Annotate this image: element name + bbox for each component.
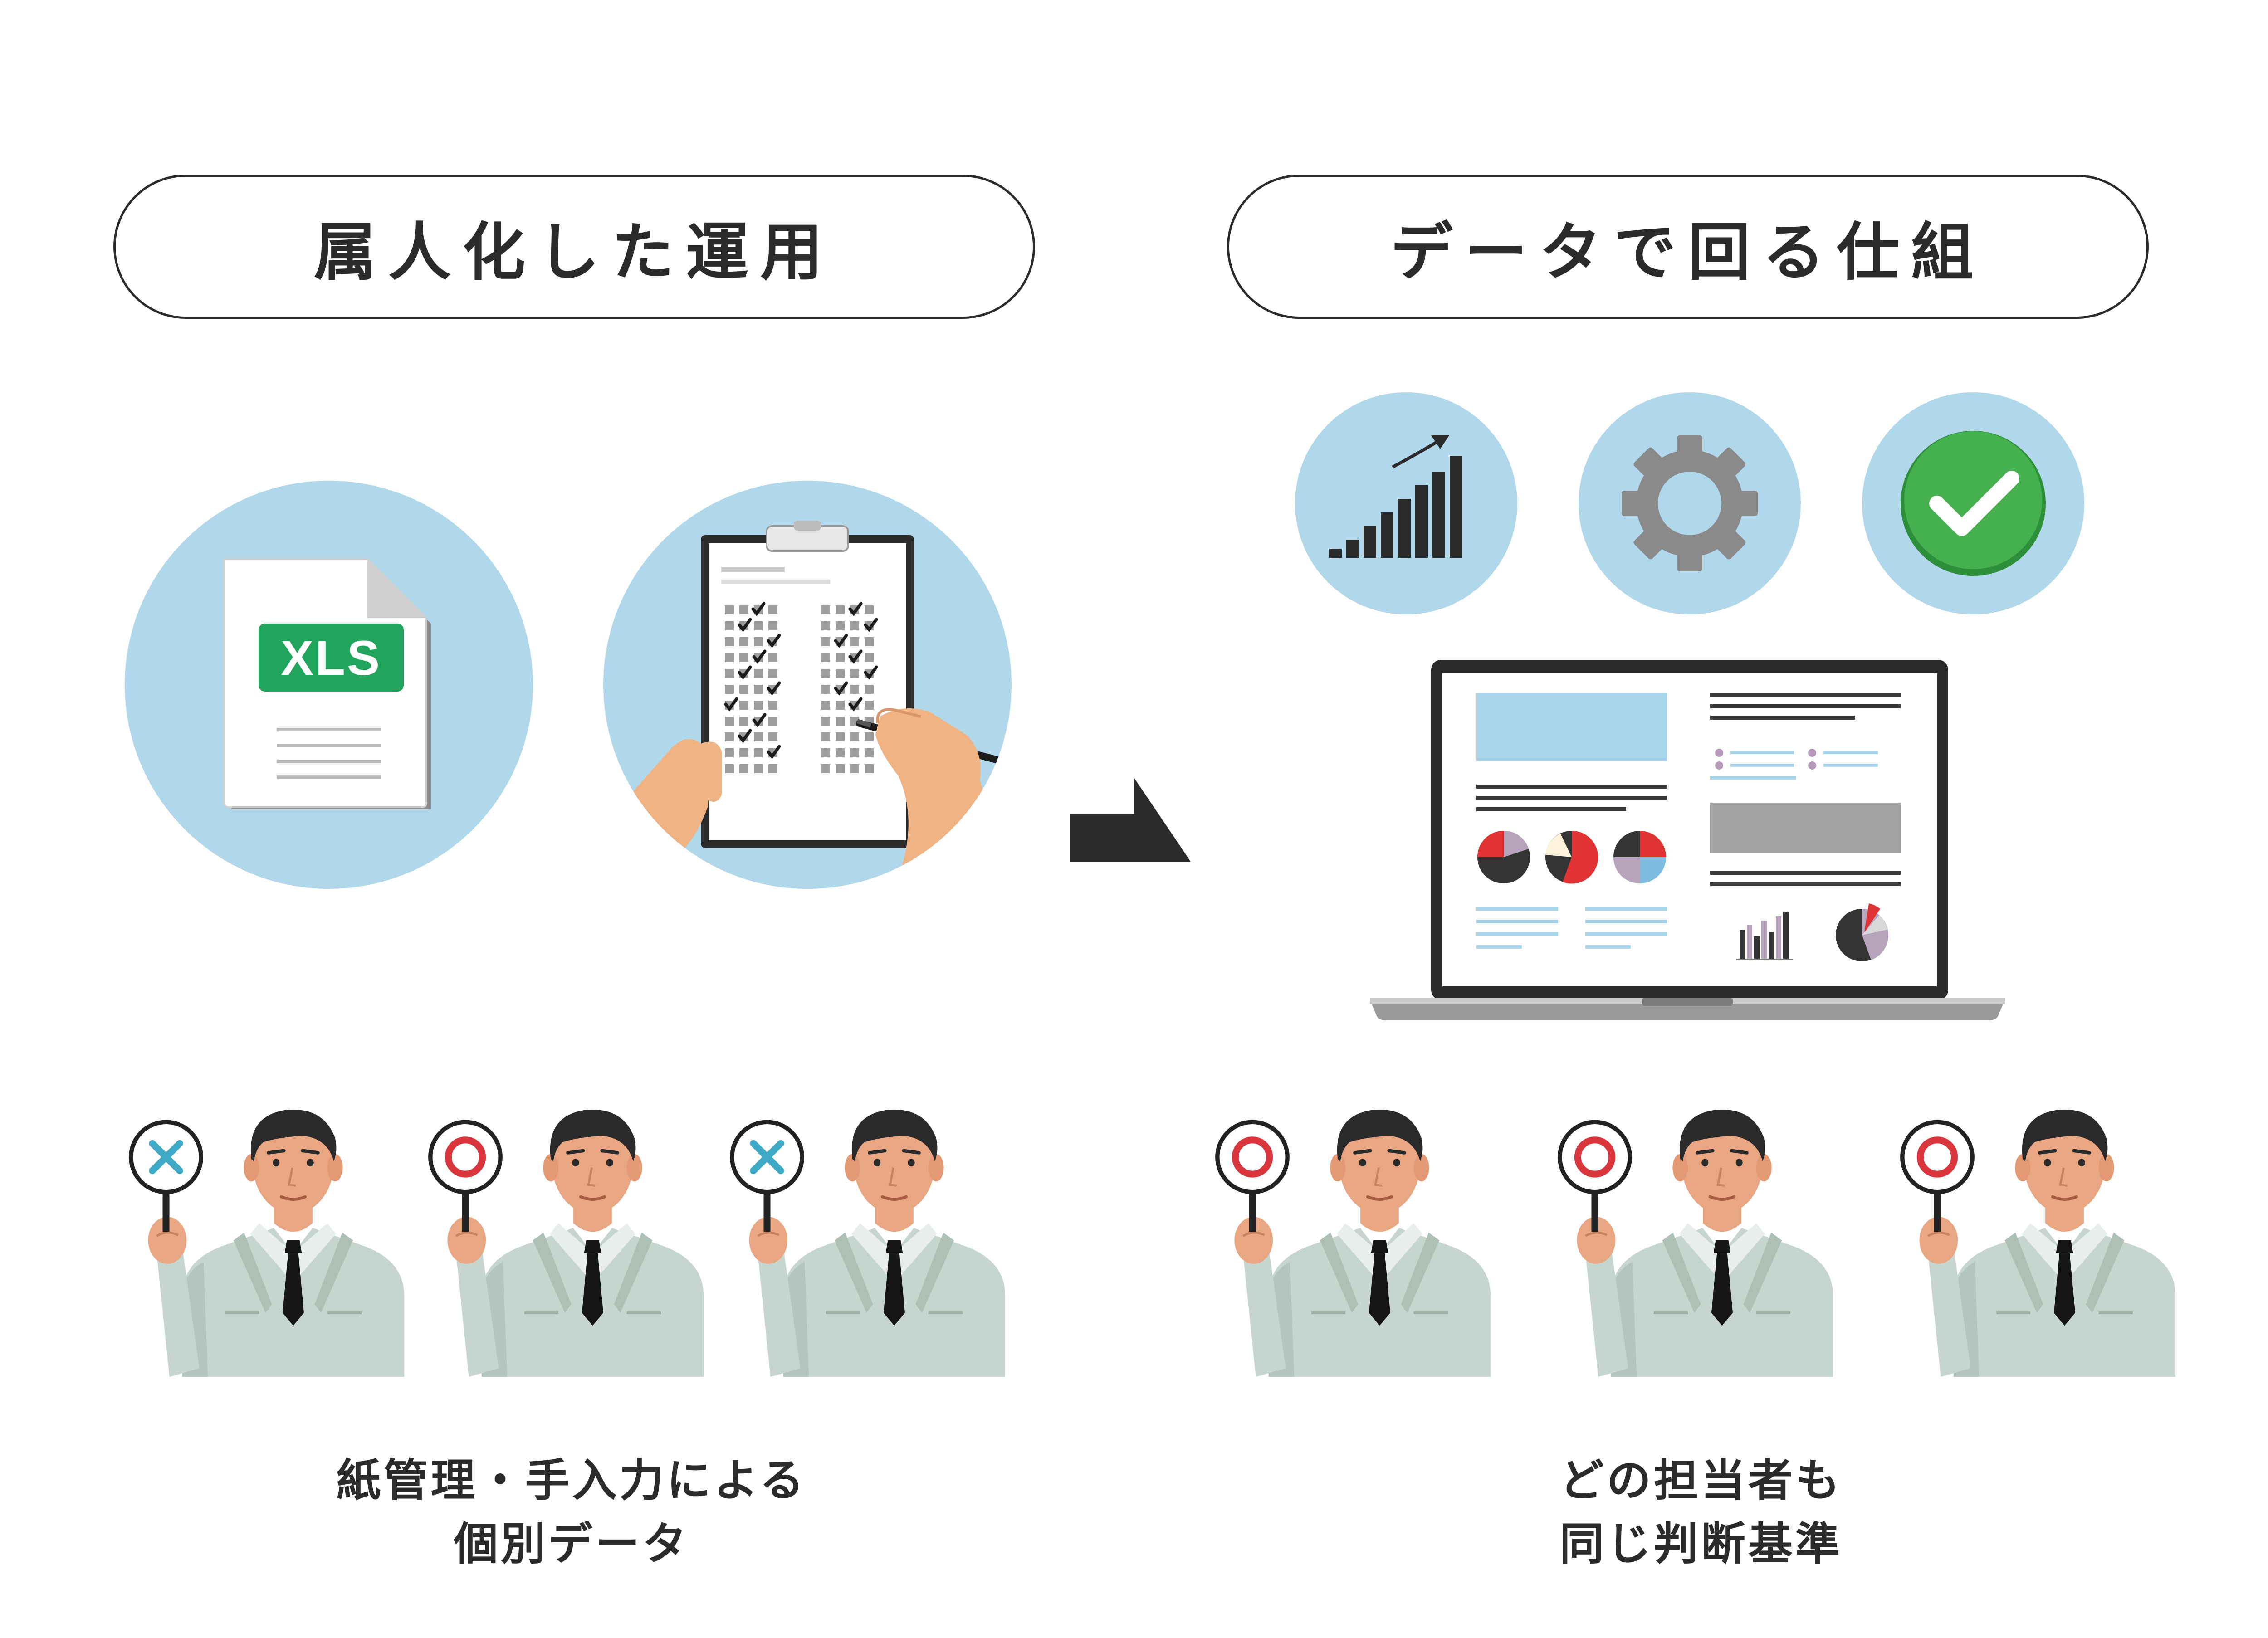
right-caption: どの担当者も 同じ判断基準	[1383, 1449, 2019, 1576]
left-heading: 属人化した運用	[313, 216, 835, 289]
right-caption-line2: 同じ判断基準	[1559, 1518, 1843, 1570]
left-caption-line1: 紙管理・手入力による	[336, 1455, 807, 1506]
person-3	[723, 1097, 1014, 1383]
person-5	[1551, 1097, 1842, 1383]
person-2	[422, 1097, 712, 1383]
circle-sign-icon	[1232, 1136, 1273, 1178]
person-1	[122, 1097, 413, 1383]
circle-sign-icon	[1916, 1136, 1958, 1178]
right-heading: データで回る仕組	[1390, 216, 1985, 289]
check-icon	[1901, 431, 2046, 576]
xls-badge: XLS	[259, 624, 404, 692]
left-heading-pill: 属人化した運用	[113, 175, 1035, 319]
circle-sign-icon	[445, 1136, 486, 1178]
cross-sign-icon	[149, 1140, 183, 1175]
circle-sign-icon	[1574, 1136, 1616, 1178]
gear-icon	[1622, 435, 1758, 571]
person-6	[1894, 1097, 2184, 1383]
clipboard-icon	[603, 521, 1012, 889]
cross-sign-icon	[750, 1140, 784, 1175]
right-caption-line1: どの担当者も	[1559, 1455, 1843, 1506]
right-heading-pill: データで回る仕組	[1227, 175, 2149, 319]
laptop-dashboard	[1370, 660, 2005, 1020]
growth-chart-icon	[1329, 435, 1462, 558]
left-caption: 紙管理・手入力による 個別データ	[204, 1449, 939, 1576]
person-4	[1209, 1097, 1499, 1383]
left-caption-line2: 個別データ	[453, 1518, 689, 1570]
arrow-right-icon	[1070, 778, 1191, 862]
